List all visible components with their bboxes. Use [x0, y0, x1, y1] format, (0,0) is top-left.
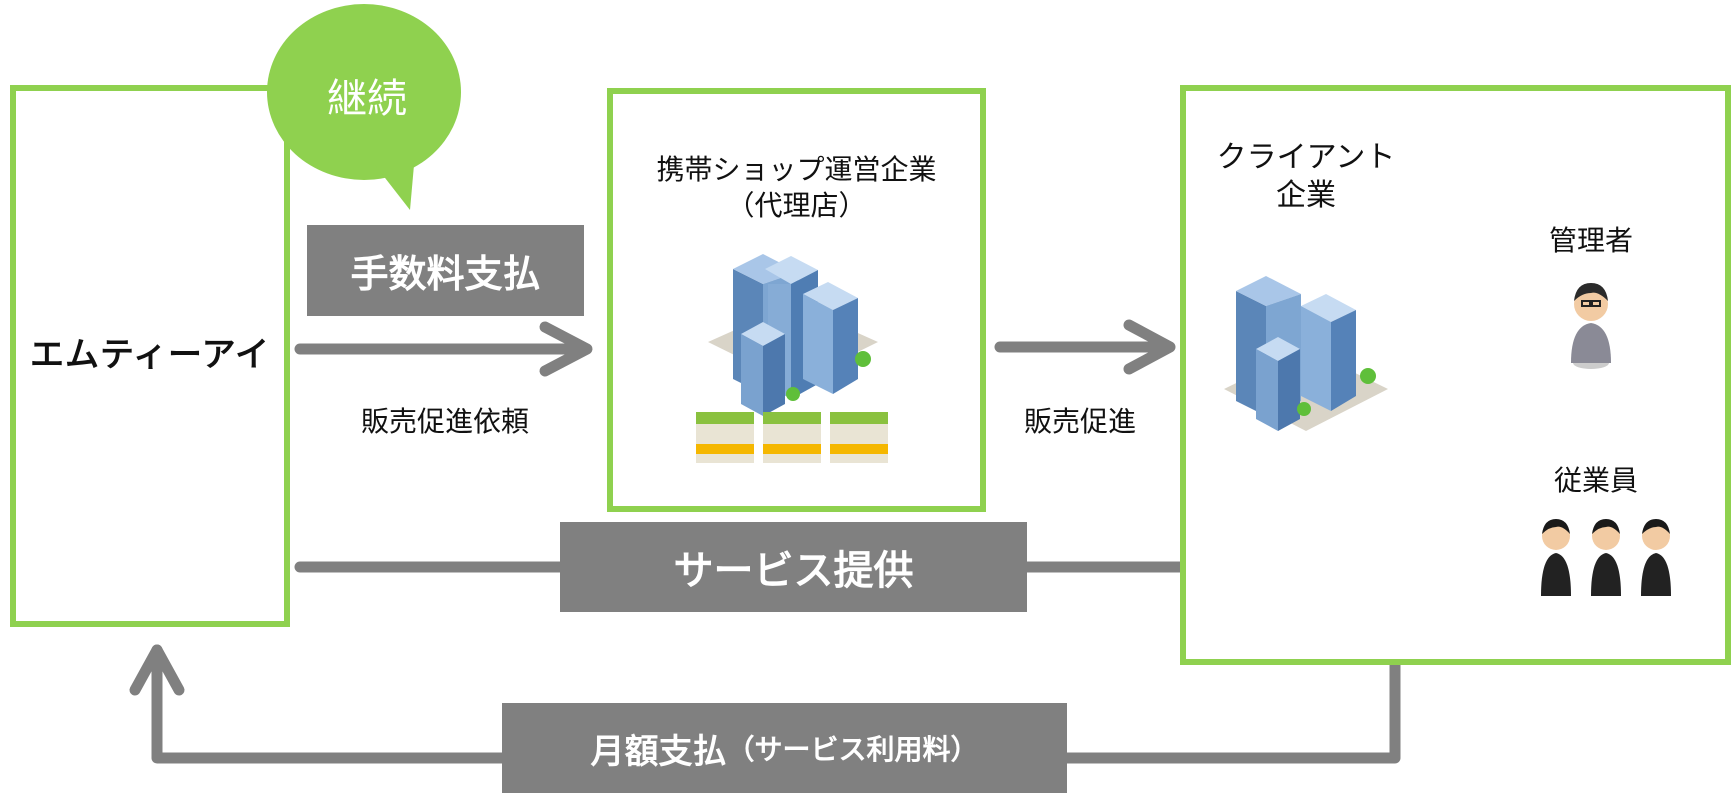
- shop-icon: [696, 412, 888, 463]
- mti-box: エムティーアイ: [10, 85, 290, 627]
- employee-label: 従業員: [1553, 464, 1638, 497]
- agent-title-line2: （代理店）: [726, 189, 867, 222]
- sales-request-label: 販売促進依頼: [360, 405, 529, 438]
- businessman-icon: [1571, 283, 1611, 369]
- client-title: クライアント 企業: [1206, 139, 1406, 215]
- office-buildings-icon: [708, 254, 878, 416]
- client-box: クライアント 企業 管理者 従業員: [1180, 85, 1731, 665]
- sales-promo-label: 販売促進: [1023, 405, 1136, 438]
- speech-bubble-tail: [375, 165, 414, 210]
- monthly-payment-sub: （サービス利用料）: [726, 733, 979, 766]
- agent-title-line1: 携帯ショップ運営企業: [656, 153, 937, 186]
- client-title-line1: クライアント: [1216, 140, 1396, 175]
- client-title-line2: 企業: [1276, 178, 1336, 213]
- commission-label: 手数料支払: [307, 225, 584, 316]
- office-buildings-icon: [1224, 276, 1388, 431]
- arrowhead-monthly-payment: [129, 644, 185, 696]
- service-label: サービス提供: [560, 522, 1027, 612]
- businessmen-group-icon: [1541, 519, 1671, 596]
- mti-name: エムティーアイ: [30, 335, 270, 375]
- speech-bubble-body: [267, 4, 461, 180]
- arrowhead-agent-to-client: [1123, 319, 1176, 375]
- agent-title: 携帯ショップ運営企業 （代理店）: [613, 152, 980, 224]
- monthly-payment-main: 月額支払: [590, 731, 727, 772]
- arrowhead-mti-to-agent: [539, 321, 593, 377]
- agent-box: 携帯ショップ運営企業 （代理店）: [607, 88, 986, 512]
- bubble-label: 継続: [327, 76, 407, 122]
- manager-label: 管理者: [1548, 224, 1633, 257]
- monthly-payment-label: 月額支払 （サービス利用料）: [502, 703, 1067, 793]
